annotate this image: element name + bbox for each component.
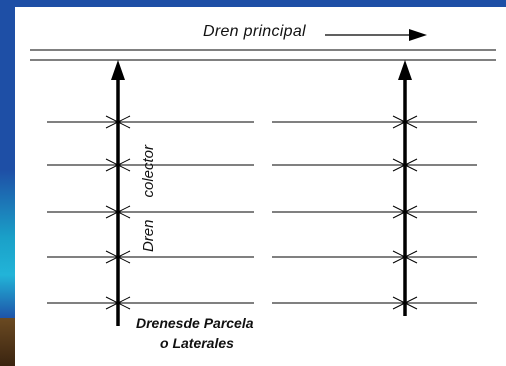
lateral-drains-group [47,115,477,310]
laterals-label: Drenesde Parcela o Laterales [136,313,254,353]
laterals-label-line2: o Laterales [160,335,234,351]
junction-mark [392,296,418,310]
junction-mark [392,158,418,172]
junction-mark [392,115,418,129]
junction-mark [392,205,418,219]
junction-mark [392,250,418,264]
collector-label: Dren colector [140,145,157,252]
junction-mark [105,296,131,310]
collector-left-arrowhead [111,60,125,80]
main-drain-label: Dren principal [203,23,306,40]
junction-mark [105,115,131,129]
laterals-label-line1: Drenesde Parcela [136,315,254,331]
flow-direction-arrowhead [409,29,427,41]
junction-mark [105,250,131,264]
diagram-panel [15,7,506,366]
junction-mark [105,205,131,219]
collector-right-arrowhead [398,60,412,80]
junction-mark [105,158,131,172]
collector-label-word2: colector [140,144,158,198]
collector-label-word1: Dren [140,219,158,253]
